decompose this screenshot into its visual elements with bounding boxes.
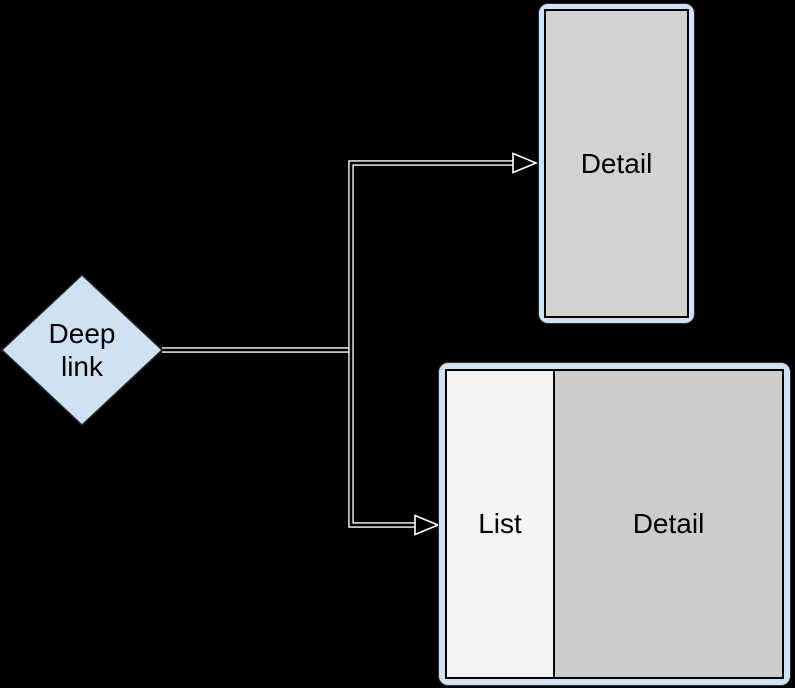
list-pane-label: List — [478, 508, 522, 539]
deep-link-diamond — [0, 273, 164, 427]
deep-link-label-container: Deep link — [2, 275, 162, 425]
list-pane: List — [447, 371, 555, 677]
detail-screen-label: Detail — [580, 147, 653, 179]
detail-screen-frame: Detail — [538, 3, 695, 324]
detail-pane-label: Detail — [632, 508, 705, 539]
arrowhead-to-list-detail-icon — [414, 514, 441, 536]
detail-pane: Detail — [555, 371, 782, 677]
list-detail-screen-frame: List Detail — [438, 362, 791, 686]
detail-screen: Detail — [544, 9, 689, 318]
list-detail-screen: List Detail — [445, 369, 784, 679]
arrowhead-to-detail-icon — [512, 152, 539, 174]
deep-link-label: Deep link — [48, 318, 116, 382]
